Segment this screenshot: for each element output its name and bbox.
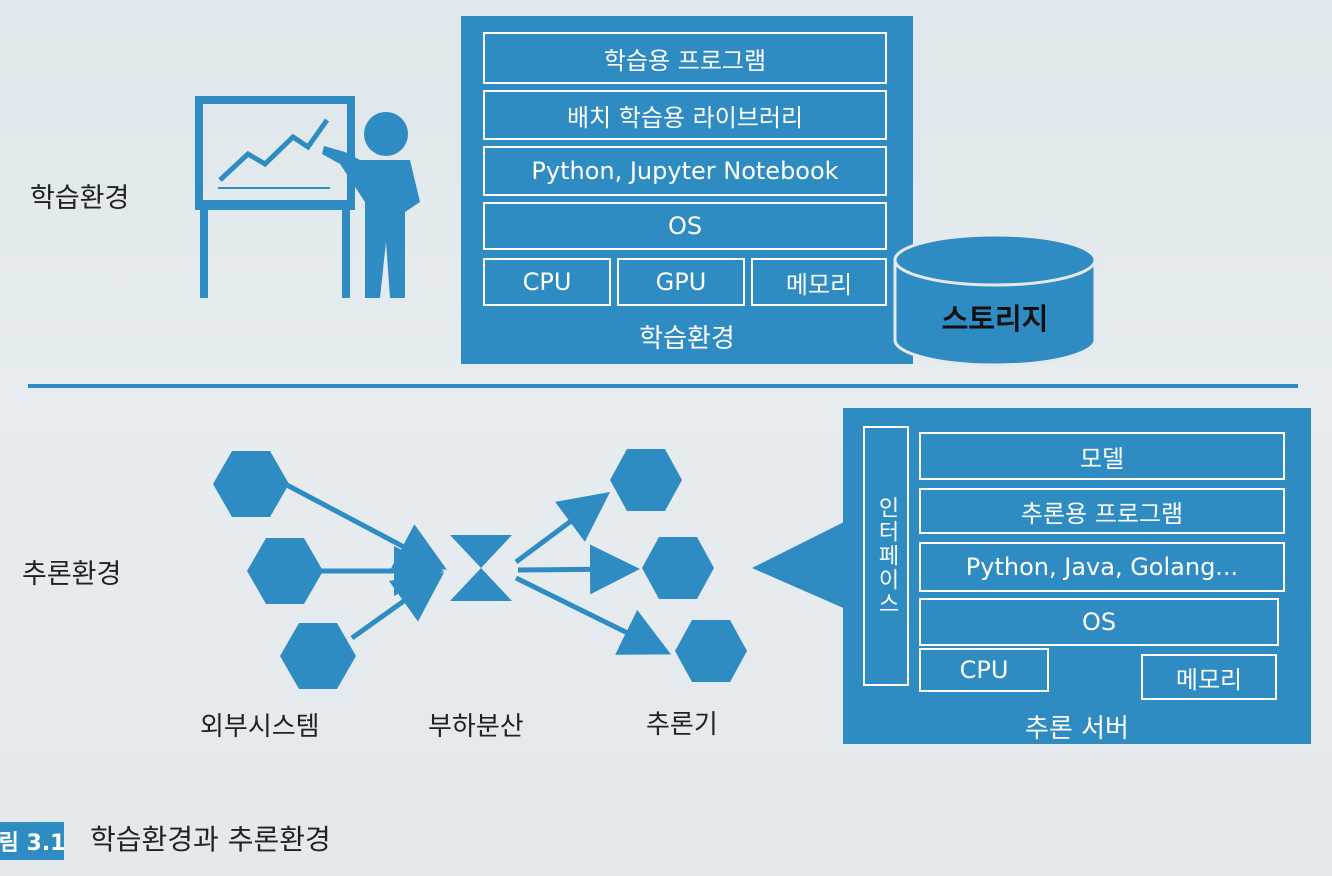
storage-label: 스토리지 [930,296,1060,338]
inference-panel-footer: 추론 서버 [843,708,1311,745]
section-divider [28,384,1298,388]
training-section-label: 학습환경 [30,176,129,215]
figure-number-badge: 림 3.1 [0,822,64,860]
training-gpu-cell: GPU [617,258,745,306]
inferer-node [675,620,747,682]
load-balancer-label: 부하분산 [428,706,524,743]
external-system-label: 외부시스템 [200,706,320,743]
inference-os-layer: OS [919,598,1279,646]
external-system-node [213,451,289,517]
callout-pointer [752,520,848,610]
training-program-layer: 학습용 프로그램 [483,32,887,84]
inference-section-label: 추론환경 [22,552,121,591]
figure-number: 림 3.1 [0,825,65,857]
training-cpu-cell: CPU [483,258,611,306]
external-system-node [247,538,323,604]
inferer-node [610,449,682,511]
inference-program-layer: 추론용 프로그램 [919,488,1285,534]
inference-cpu-cell: CPU [919,648,1049,692]
figure-caption: 학습환경과 추론환경 [90,818,331,858]
interface-column: 인터페이스 [863,426,909,686]
training-environment-panel: 학습용 프로그램 배치 학습용 라이브러리 Python, Jupyter No… [461,16,913,364]
training-os-layer: OS [483,202,887,250]
inferer-node [642,537,714,599]
training-panel-footer: 학습환경 [461,318,913,355]
inferer-label: 추론기 [646,704,718,741]
inference-server-panel: 인터페이스 모델 추론용 프로그램 Python, Java, Golang..… [843,408,1311,744]
training-memory-cell: 메모리 [751,258,887,306]
batch-library-layer: 배치 학습용 라이브러리 [483,90,887,140]
inference-flow-diagram [200,440,770,700]
external-system-node [280,623,356,689]
load-balancer-icon [450,535,512,601]
interface-label: 인터페이스 [873,496,899,616]
model-layer: 모델 [919,432,1285,480]
python-java-golang-layer: Python, Java, Golang... [919,542,1285,592]
python-jupyter-layer: Python, Jupyter Notebook [483,146,887,196]
inference-memory-cell: 메모리 [1141,654,1277,700]
presenter-chart-icon [190,92,440,302]
